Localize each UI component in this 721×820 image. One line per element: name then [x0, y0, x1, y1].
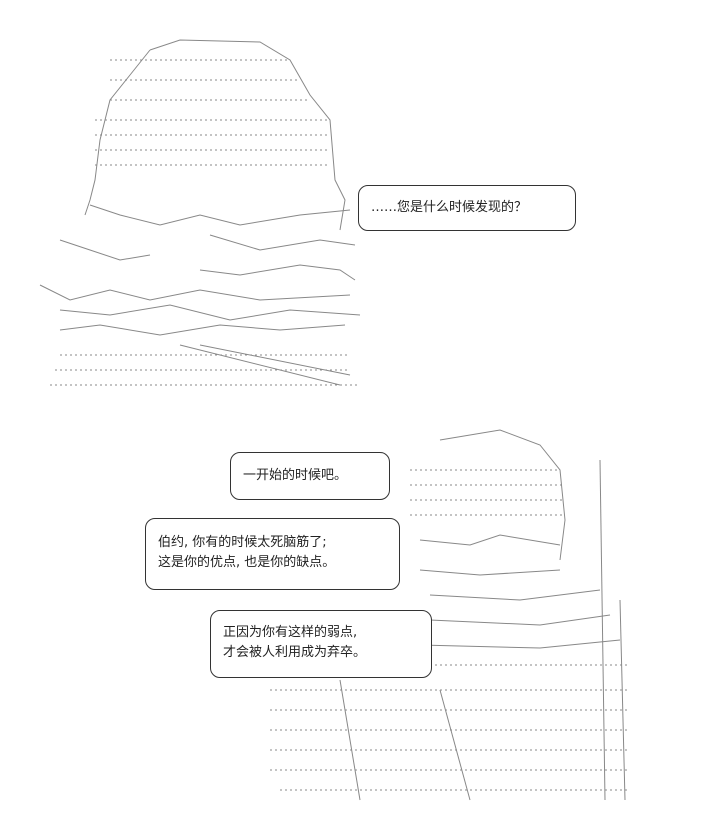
speech-bubble-1: ……您是什么时候发现的？: [358, 185, 576, 231]
bottom-character-art: [270, 429, 630, 801]
dialogue-line-4a: 正因为你有这样的弱点,: [223, 625, 358, 640]
speech-bubble-2: 一开始的时候吧。: [230, 452, 390, 500]
dialogue-line-3a: 伯约, 你有的时候太死脑筋了;: [158, 535, 327, 550]
dialogue-line-2: 一开始的时候吧。: [243, 468, 348, 483]
dialogue-line-1: ……您是什么时候发现的？: [371, 200, 528, 215]
speech-bubble-4: 正因为你有这样的弱点, 才会被人利用成为弃卒。: [210, 610, 432, 678]
dialogue-line-4b: 才会被人利用成为弃卒。: [223, 645, 367, 660]
dialogue-line-3b: 这是你的优点, 也是你的缺点。: [158, 555, 336, 570]
speech-bubble-3: 伯约, 你有的时候太死脑筋了; 这是你的优点, 也是你的缺点。: [145, 518, 400, 590]
top-character-art: [39, 39, 361, 386]
